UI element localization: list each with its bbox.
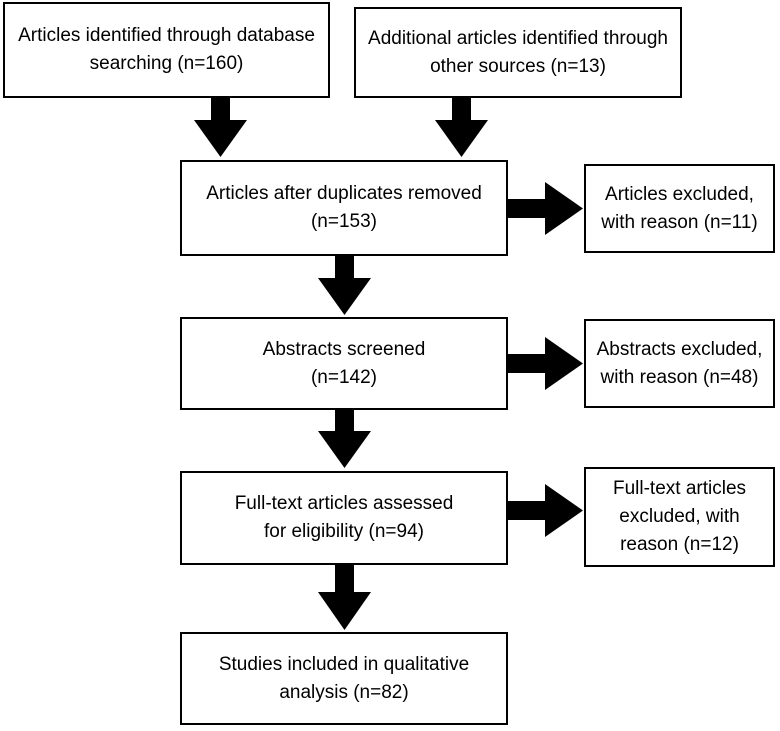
arrow-fulltext-to-included	[318, 565, 371, 630]
box-text: Articles identified through database	[18, 25, 315, 46]
box-abstracts-screened: Abstracts screened (n=142)	[180, 317, 508, 410]
box-studies-included: Studies included in qualitative analysis…	[180, 632, 508, 725]
box-text: for eligibility (n=94)	[264, 521, 424, 542]
box-text: Abstracts screened	[262, 338, 426, 360]
box-text: searching (n=160)	[89, 53, 244, 74]
box-text: Articles excluded,	[605, 183, 754, 205]
box-duplicates-removed: Articles after duplicates removed (n=153…	[180, 160, 508, 256]
box-fulltext-assessed: Full-text articles assessed for eligibil…	[180, 471, 508, 565]
box-text: other sources (n=13)	[430, 55, 606, 77]
box-text: (n=142)	[310, 366, 378, 388]
arrow-abstracts-to-excluded	[508, 337, 583, 390]
box-text: (n=153)	[310, 211, 378, 232]
box-fulltext-excluded: Full-text articles excluded, with reason…	[584, 467, 775, 567]
arrow-other-sources-to-duplicates	[435, 98, 488, 157]
arrow-duplicates-to-abstracts	[318, 256, 371, 315]
box-text: Studies included in qualitative	[218, 653, 470, 675]
box-abstracts-excluded: Abstracts excluded, with reason (n=48)	[584, 319, 775, 408]
arrow-database-to-duplicates	[194, 98, 247, 157]
box-text: Additional articles identified through	[368, 27, 668, 49]
arrow-fulltext-to-excluded	[508, 484, 583, 537]
box-other-sources: Additional articles identified through o…	[354, 7, 682, 98]
box-text: Full-text articles assessed	[234, 493, 454, 514]
box-text: analysis (n=82)	[279, 681, 409, 703]
box-text: excluded, with	[619, 506, 740, 527]
box-text: Articles after duplicates removed	[206, 183, 482, 204]
box-text: Abstracts excluded,	[596, 338, 763, 360]
box-text: Full-text articles	[612, 478, 747, 499]
arrow-duplicates-to-excluded	[508, 182, 583, 235]
box-text: reason (n=12)	[620, 534, 739, 555]
box-database-search: Articles identified through database sea…	[3, 2, 330, 98]
box-text: with reason (n=11)	[601, 211, 758, 233]
box-excluded-duplicates: Articles excluded, with reason (n=11)	[584, 164, 775, 253]
box-text: with reason (n=48)	[600, 366, 759, 388]
arrow-abstracts-to-fulltext	[318, 410, 371, 468]
